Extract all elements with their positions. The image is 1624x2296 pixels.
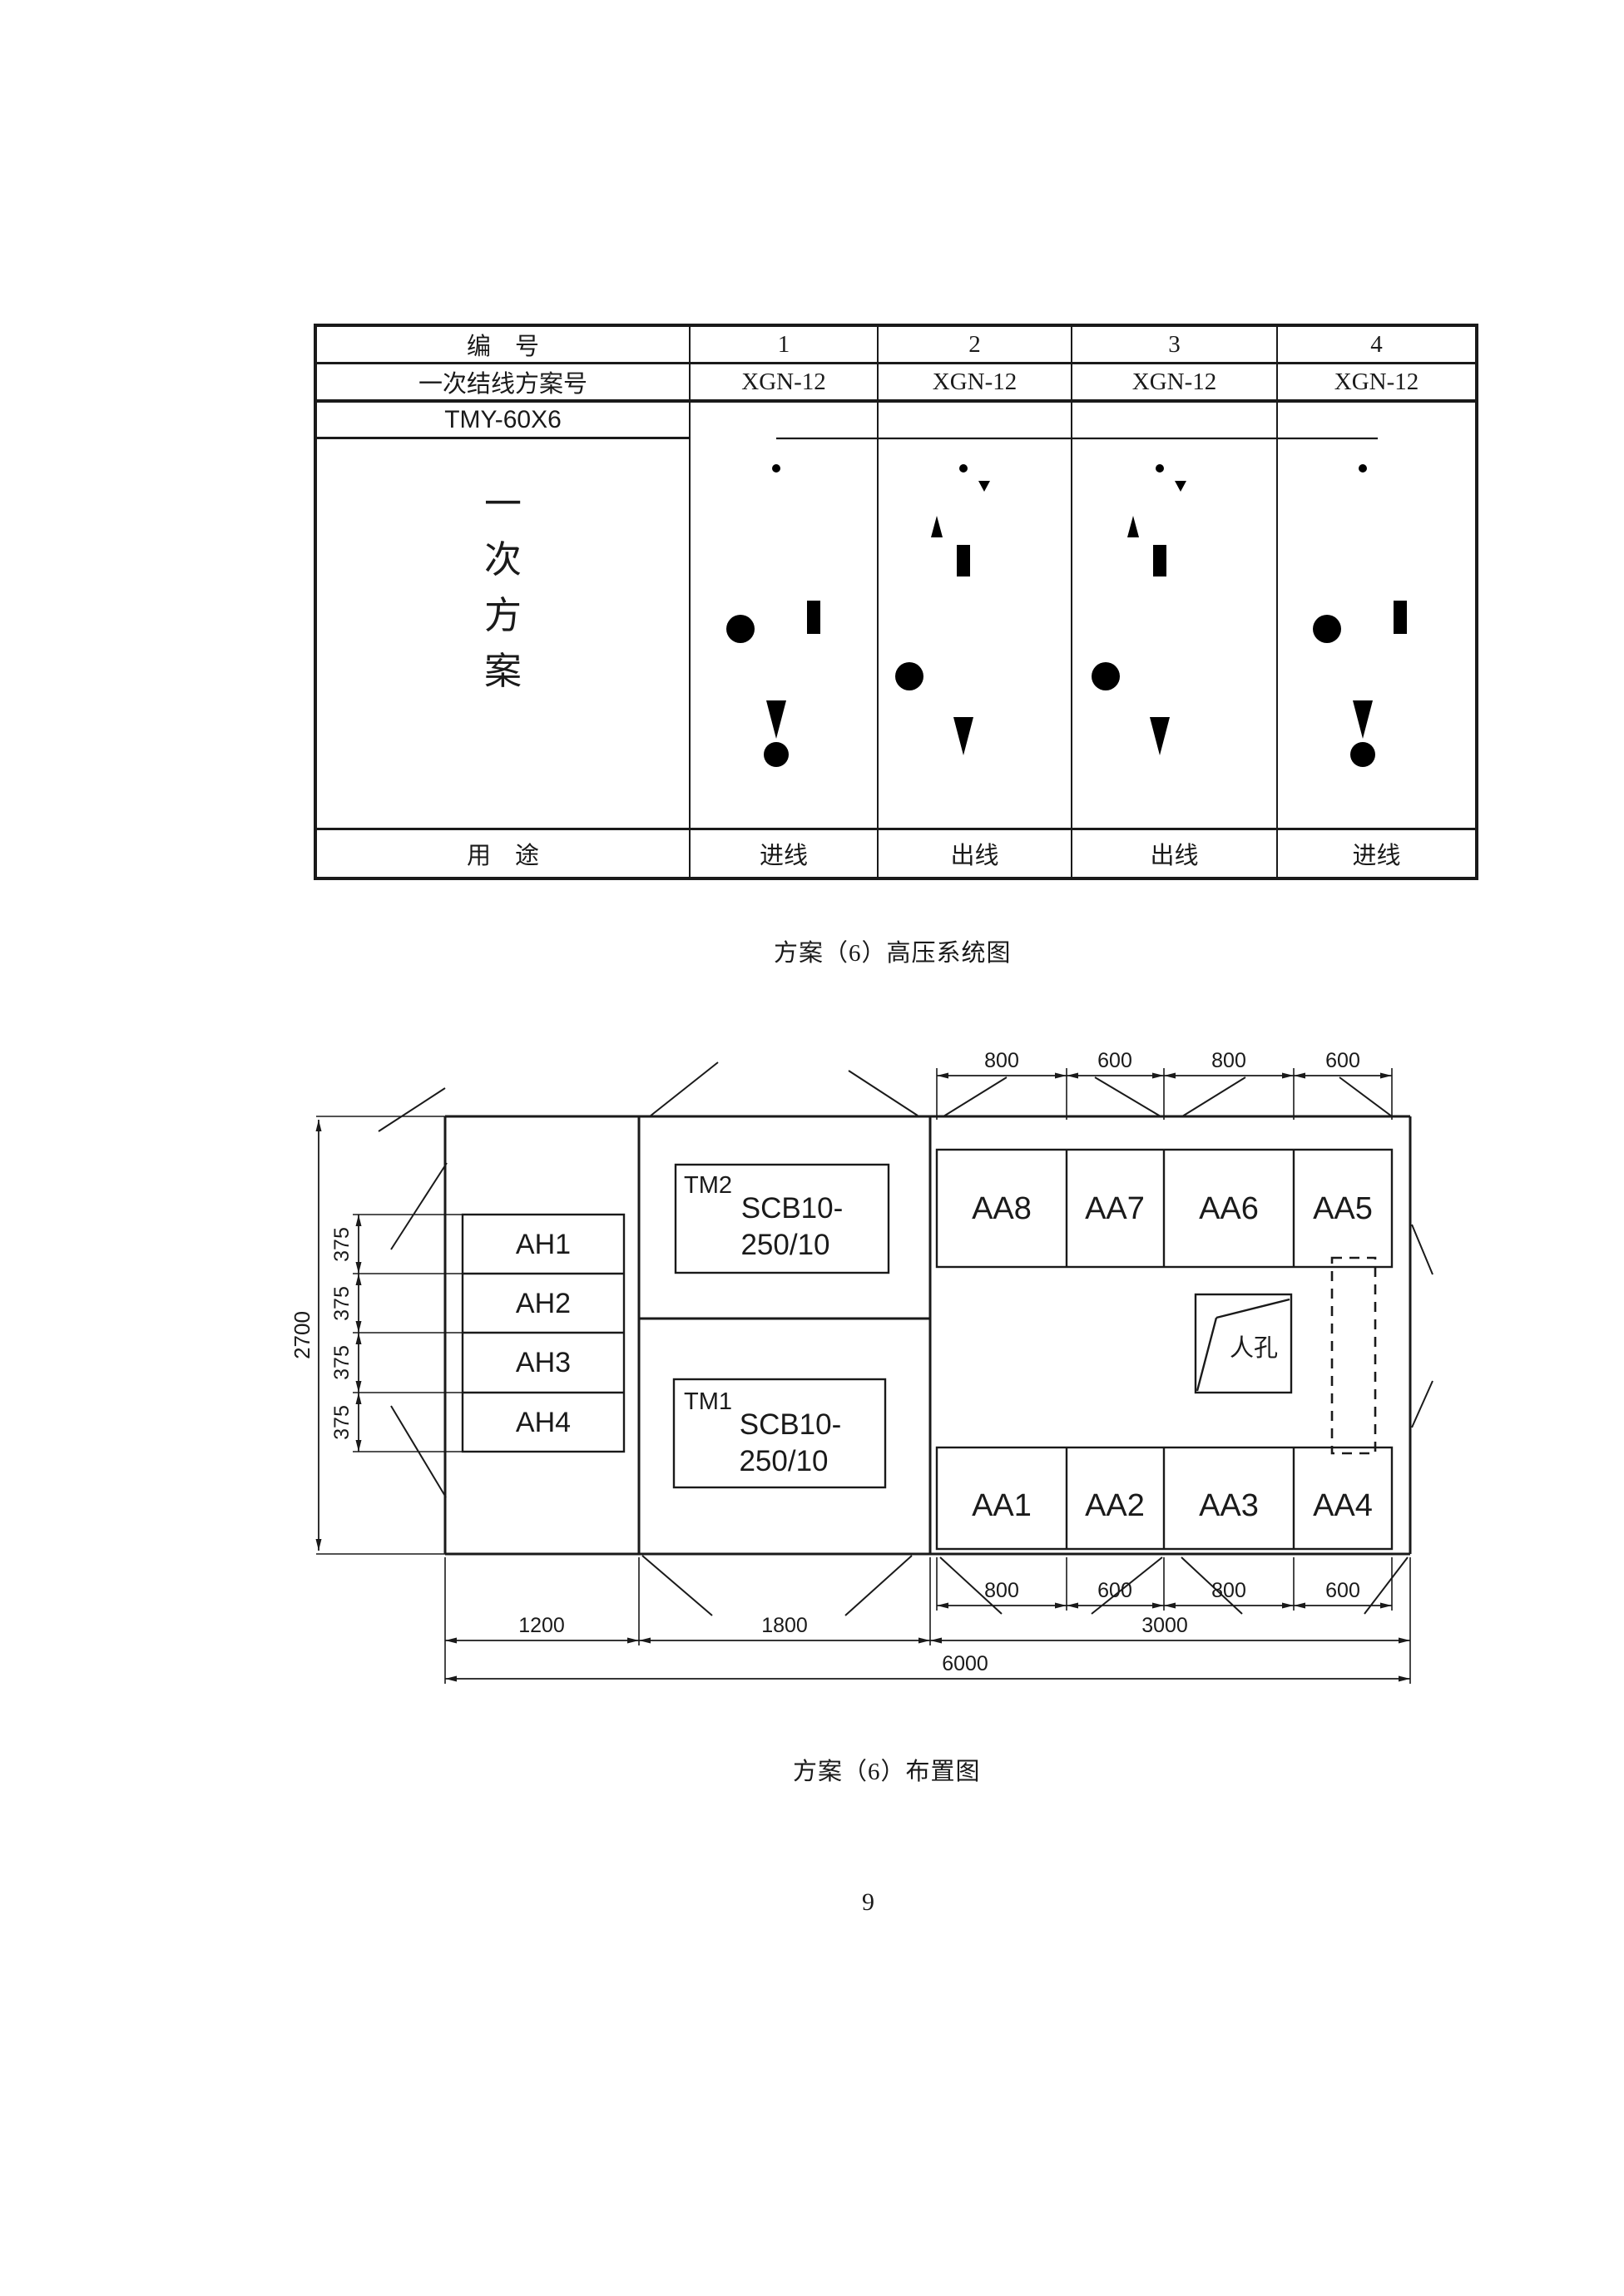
door-swing-marks bbox=[378, 1061, 1433, 1616]
plan-char-2: 次 bbox=[483, 539, 522, 581]
dimension-lines bbox=[315, 1072, 1410, 1682]
usage-2: 出线 bbox=[877, 828, 1072, 879]
dim-bottom-800a: 800 bbox=[984, 1579, 1019, 1602]
circuit-cell-2 bbox=[877, 400, 1072, 830]
plan-title-cell: 一 次 方 案 bbox=[314, 437, 691, 830]
cable-trench bbox=[1330, 1256, 1377, 1455]
scheme-type-4: XGN-12 bbox=[1276, 362, 1478, 403]
usage-1: 进线 bbox=[689, 828, 879, 879]
dim-section-3000: 3000 bbox=[1141, 1614, 1188, 1637]
dim-total-6000: 6000 bbox=[942, 1652, 988, 1675]
caption-system-diagram: 方案（6）高压系统图 bbox=[774, 940, 1012, 967]
dim-top-600b: 600 bbox=[1325, 1049, 1360, 1072]
floor-plan: AH1 AH2 AH3 AH4 TM2 SCB10- 250/10 TM1 SC… bbox=[290, 1049, 1433, 1684]
cabinet-label-aa3: AA3 bbox=[1199, 1488, 1259, 1523]
caption-layout-diagram: 方案（6）布置图 bbox=[793, 1759, 981, 1785]
scheme-type-3: XGN-12 bbox=[1071, 362, 1278, 403]
busbar-label: TMY-60X6 bbox=[314, 400, 691, 439]
panel-label-ah1: AH1 bbox=[516, 1229, 571, 1260]
dim-bottom-600b: 600 bbox=[1325, 1579, 1360, 1602]
cabinet-label-aa1: AA1 bbox=[972, 1488, 1032, 1523]
col-number-4: 4 bbox=[1276, 324, 1478, 364]
transformer-tm1-rating: 250/10 bbox=[739, 1445, 828, 1477]
switchgear-row-bottom bbox=[935, 1446, 1394, 1551]
dim-bottom-600a: 600 bbox=[1097, 1579, 1132, 1602]
circuit-cell-1 bbox=[689, 400, 879, 830]
dim-top-600a: 600 bbox=[1097, 1049, 1132, 1072]
id-row-label: 编 号 bbox=[314, 324, 691, 364]
dim-top-800b: 800 bbox=[1211, 1049, 1246, 1072]
cabinet-label-aa6: AA6 bbox=[1199, 1191, 1259, 1226]
scheme-type-1: XGN-12 bbox=[689, 362, 879, 403]
circuit-cell-4 bbox=[1276, 400, 1478, 830]
panel-label-ah4: AH4 bbox=[516, 1407, 571, 1438]
extension-lines bbox=[316, 1068, 1411, 1684]
dim-top-800a: 800 bbox=[984, 1049, 1019, 1072]
circuit-cell-3 bbox=[1071, 400, 1278, 830]
table-row-plan: 一 次 方 案 bbox=[314, 437, 1477, 830]
scheme-row-label: 一次结线方案号 bbox=[314, 362, 691, 403]
cabinet-label-aa8: AA8 bbox=[972, 1191, 1032, 1226]
page-number: 9 bbox=[862, 1888, 874, 1916]
transformer-tm1-id: TM1 bbox=[684, 1388, 732, 1415]
scheme-table: 编 号 1 2 3 4 一次结线方案号 XGN-12 XGN-12 XGN-12… bbox=[314, 324, 1478, 880]
cabinet-label-aa7: AA7 bbox=[1085, 1191, 1145, 1226]
transformer-tm2-model: SCB10- bbox=[741, 1192, 844, 1225]
table-row-scheme: 一次结线方案号 XGN-12 XGN-12 XGN-12 XGN-12 bbox=[314, 362, 1478, 403]
transformer-tm1-model: SCB10- bbox=[740, 1408, 842, 1441]
dim-pitch-375b: 375 bbox=[330, 1286, 354, 1321]
plan-title-vertical: 一 次 方 案 bbox=[317, 439, 689, 828]
dim-section-1200: 1200 bbox=[518, 1614, 565, 1637]
col-number-1: 1 bbox=[689, 324, 879, 364]
usage-3: 出线 bbox=[1071, 828, 1278, 879]
usage-4: 进线 bbox=[1276, 828, 1478, 879]
transformer-tm2-box bbox=[674, 1163, 890, 1274]
plan-char-4: 案 bbox=[483, 651, 522, 692]
panel-label-ah2: AH2 bbox=[516, 1288, 571, 1319]
transformer-tm1-box bbox=[672, 1378, 887, 1489]
plan-char-1: 一 bbox=[483, 483, 522, 525]
dim-section-1800: 1800 bbox=[761, 1614, 808, 1637]
usage-row-label: 用 途 bbox=[314, 828, 691, 879]
table-row-busbar: TMY-60X6 bbox=[314, 400, 1478, 830]
transformer-tm2-rating: 250/10 bbox=[740, 1229, 829, 1261]
dim-pitch-375d: 375 bbox=[330, 1405, 354, 1440]
dim-bottom-800b: 800 bbox=[1211, 1579, 1246, 1602]
dim-height-2700: 2700 bbox=[290, 1311, 314, 1359]
cabinet-label-aa4: AA4 bbox=[1313, 1488, 1373, 1523]
plan-char-3: 方 bbox=[483, 595, 522, 636]
table-row-id: 编 号 1 2 3 4 bbox=[314, 324, 1478, 364]
panel-label-ah3: AH3 bbox=[516, 1347, 571, 1378]
dim-pitch-375a: 375 bbox=[330, 1227, 354, 1262]
col-number-3: 3 bbox=[1071, 324, 1278, 364]
dim-pitch-375c: 375 bbox=[330, 1345, 354, 1380]
manhole-box bbox=[1194, 1293, 1293, 1394]
col-number-2: 2 bbox=[877, 324, 1072, 364]
cabinet-label-aa2: AA2 bbox=[1085, 1488, 1145, 1523]
transformer-tm2-id: TM2 bbox=[684, 1172, 732, 1199]
table-row-usage: 用 途 进线 出线 出线 进线 bbox=[314, 828, 1478, 879]
scheme-type-2: XGN-12 bbox=[877, 362, 1072, 403]
manhole-label: 人孔 bbox=[1230, 1335, 1278, 1362]
lv-panel-stack bbox=[461, 1213, 626, 1453]
switchgear-row-top bbox=[935, 1148, 1394, 1269]
cabinet-label-aa5: AA5 bbox=[1313, 1191, 1373, 1226]
